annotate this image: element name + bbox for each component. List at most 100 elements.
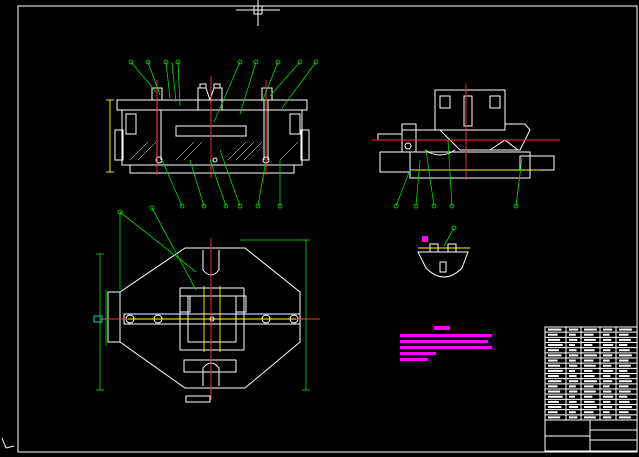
title-block-cell-text xyxy=(584,359,594,362)
title-block-cell-text xyxy=(584,338,596,341)
title-block-cell-text xyxy=(584,375,595,378)
title-block-cell-text xyxy=(548,390,561,393)
title-block-cell-text xyxy=(584,333,594,336)
title-block-cell-text xyxy=(548,416,561,419)
title-block-cell-text xyxy=(548,333,558,336)
title-block-cell-text xyxy=(569,416,578,419)
title-block-cell-text xyxy=(569,411,576,414)
title-block-cell-text xyxy=(619,411,629,414)
technical-notes xyxy=(400,326,492,361)
front-leaders-bottom xyxy=(161,149,283,209)
title-block[interactable] xyxy=(544,326,638,452)
title-block-cell-text xyxy=(619,328,632,331)
title-block-cell-text xyxy=(603,338,612,341)
top-view[interactable] xyxy=(93,205,320,403)
title-block-cell-text xyxy=(548,385,558,388)
title-block-cell-text xyxy=(619,380,632,383)
title-block-cell-text xyxy=(619,406,632,409)
title-block-cell-text xyxy=(569,359,576,362)
title-block-cell-text xyxy=(619,333,629,336)
title-block-cell-text xyxy=(569,406,579,409)
title-block-cell-text xyxy=(603,359,610,362)
title-block-cell-text xyxy=(603,333,610,336)
title-block-cell-text xyxy=(584,416,596,419)
title-block-cell-text xyxy=(548,375,559,378)
title-block-cell-text xyxy=(619,364,631,367)
title-block-cell-text xyxy=(569,375,577,378)
title-block-cell-text xyxy=(603,354,613,357)
title-block-cell-text xyxy=(548,344,563,347)
title-block-cell-text xyxy=(619,390,631,393)
title-block-cell-text xyxy=(584,380,597,383)
title-block-cell-text xyxy=(603,416,612,419)
title-block-cell-text xyxy=(584,395,593,398)
title-block-cell-text xyxy=(569,338,578,341)
title-block-cell-text xyxy=(603,364,612,367)
detail-section[interactable] xyxy=(417,225,470,278)
title-block-cell-text xyxy=(548,359,558,362)
title-block-cell-text xyxy=(619,349,630,352)
title-block-cell-text xyxy=(584,369,593,372)
title-block-cell-text xyxy=(584,406,597,409)
title-block-cell-text xyxy=(619,338,631,341)
title-block-text xyxy=(548,328,632,419)
title-block-cell-text xyxy=(603,406,613,409)
title-block-cell-text xyxy=(619,369,628,372)
title-block-cell-text xyxy=(584,354,597,357)
title-block-rows xyxy=(545,331,637,416)
title-block-cell-text xyxy=(584,400,595,403)
front-leaders-top xyxy=(128,59,319,123)
title-block-cell-text xyxy=(619,400,630,403)
title-block-cell-text xyxy=(584,328,597,331)
title-block-cell-text xyxy=(548,395,563,398)
title-block-cell-text xyxy=(584,411,594,414)
title-block-cell-text xyxy=(619,354,632,357)
title-block-cell-text xyxy=(603,344,614,347)
title-block-cell-text xyxy=(603,395,614,398)
title-block-cell-text xyxy=(569,385,576,388)
title-block-cell-text xyxy=(619,416,631,419)
title-block-cell-text xyxy=(603,369,614,372)
front-view[interactable] xyxy=(106,59,319,209)
title-block-cell-text xyxy=(548,411,558,414)
title-block-cell-text xyxy=(603,349,611,352)
title-block-cell-text xyxy=(548,354,562,357)
side-view[interactable] xyxy=(372,84,560,209)
title-block-cell-text xyxy=(569,400,577,403)
title-block-cell-text xyxy=(619,375,630,378)
side-leaders xyxy=(393,139,523,209)
title-block-cell-text xyxy=(548,369,563,372)
title-block-cell-text xyxy=(584,349,595,352)
title-block-cell-text xyxy=(603,400,611,403)
ucs-axis-icon xyxy=(1,437,15,449)
drawing-frame xyxy=(17,5,638,453)
title-block-cell-text xyxy=(548,364,561,367)
title-block-cell-text xyxy=(603,328,613,331)
title-block-cell-text xyxy=(584,344,593,347)
title-block-cell-text xyxy=(569,390,578,393)
title-block-cell-text xyxy=(569,364,578,367)
title-block-cell-text xyxy=(548,349,559,352)
title-block-cell-text xyxy=(548,400,559,403)
title-block-cell-text xyxy=(603,380,613,383)
title-block-cell-text xyxy=(603,411,610,414)
title-block-cell-text xyxy=(603,385,610,388)
title-block-cell-text xyxy=(619,359,629,362)
title-block-cell-text xyxy=(569,328,579,331)
title-block-cell-text xyxy=(584,385,594,388)
title-block-cell-text xyxy=(569,380,579,383)
title-block-cell-text xyxy=(569,333,576,336)
title-block-cell-text xyxy=(569,395,575,398)
title-block-cell-text xyxy=(569,354,579,357)
title-block-cell-text xyxy=(619,395,628,398)
title-block-cell-text xyxy=(548,406,562,409)
front-hatching xyxy=(129,141,299,161)
title-block-cell-text xyxy=(569,369,575,372)
title-block-cell-text xyxy=(569,344,575,347)
crosshair-icon xyxy=(236,0,280,26)
title-block-cell-text xyxy=(548,380,562,383)
title-block-cell-text xyxy=(619,385,629,388)
title-block-cell-text xyxy=(619,344,628,347)
title-block-cell-text xyxy=(584,364,596,367)
